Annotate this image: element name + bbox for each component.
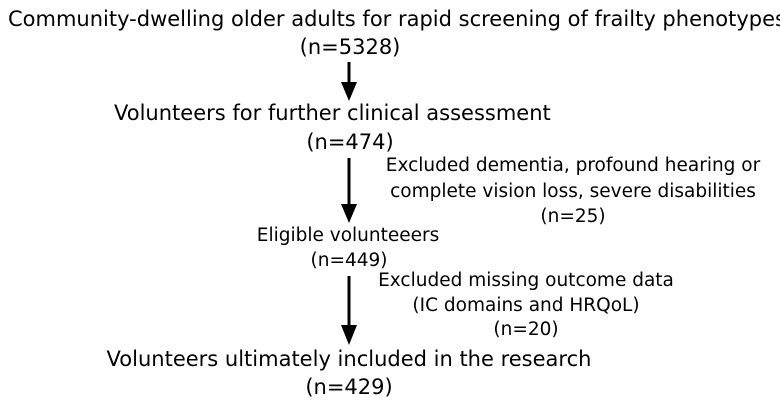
- arrow-1: [341, 62, 357, 101]
- step-4-count: (n=429): [305, 375, 393, 399]
- exclusion-1-count: (n=25): [540, 206, 606, 227]
- arrow-3: [341, 276, 357, 345]
- exclusion-1-line2: complete vision loss, severe disabilitie…: [390, 181, 756, 202]
- step-2-title: Volunteers for further clinical assessme…: [114, 101, 551, 125]
- step-4-title: Volunteers ultimately included in the re…: [106, 347, 592, 371]
- step-3-title: Eligible volunteeers: [256, 225, 440, 246]
- exclusion-2-line1: Excluded missing outcome data: [378, 270, 674, 291]
- exclusion-2-line2: (IC domains and HRQoL): [412, 295, 640, 316]
- step-3-count: (n=449): [310, 250, 388, 271]
- step-2-count: (n=474): [306, 130, 394, 154]
- exclusion-2-count: (n=20): [493, 319, 559, 340]
- arrow-2: [341, 158, 357, 223]
- step-1-count: (n=5328): [299, 35, 401, 59]
- exclusion-1-line1: Excluded dementia, profound hearing or: [385, 155, 761, 176]
- step-1-title: Community-dwelling older adults for rapi…: [8, 7, 780, 31]
